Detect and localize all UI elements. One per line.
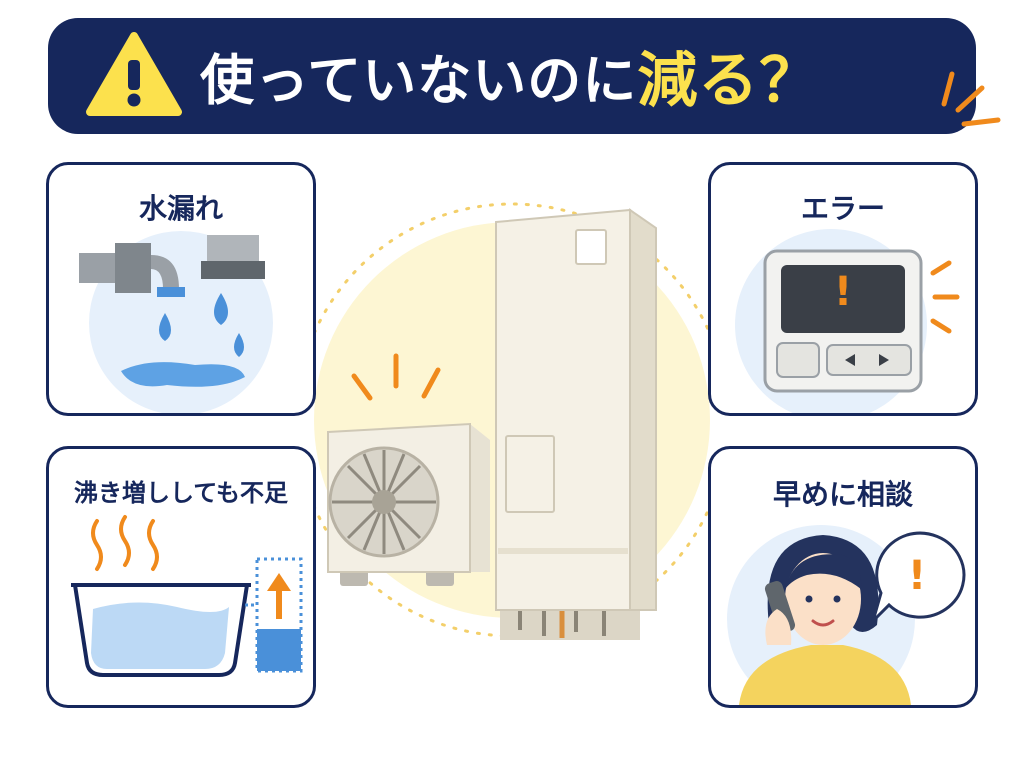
alert-mark: ! (907, 553, 927, 599)
card-title: 早めに相談 (772, 478, 913, 511)
card-consult-early: 早めに相談 ! (708, 446, 978, 708)
error-mark: ! (833, 269, 853, 315)
title-highlight: 減る？ (637, 45, 821, 116)
card-title: 沸き増ししても不足 (73, 479, 289, 507)
heat-pump-water-heater-illustration (300, 202, 720, 640)
page-title: 使っていないのに減る？ (200, 30, 820, 120)
card-water-leak: 水漏れ (46, 162, 316, 416)
water-leak-icon (79, 231, 273, 413)
card-title: 水漏れ (138, 192, 223, 225)
emphasis-lines-icon (941, 71, 1001, 127)
card-title: エラー (800, 192, 885, 225)
bathtub-icon (71, 515, 303, 677)
phone-call-person-icon (727, 525, 966, 705)
card-error: エラー ! (708, 162, 978, 416)
error-remote-icon (735, 229, 960, 413)
warning-triangle-icon (86, 32, 182, 116)
card-reheat-shortage: 沸き増ししても不足 (46, 446, 316, 708)
header-banner (48, 18, 976, 134)
title-prefix: 使っていないのに (200, 48, 638, 112)
